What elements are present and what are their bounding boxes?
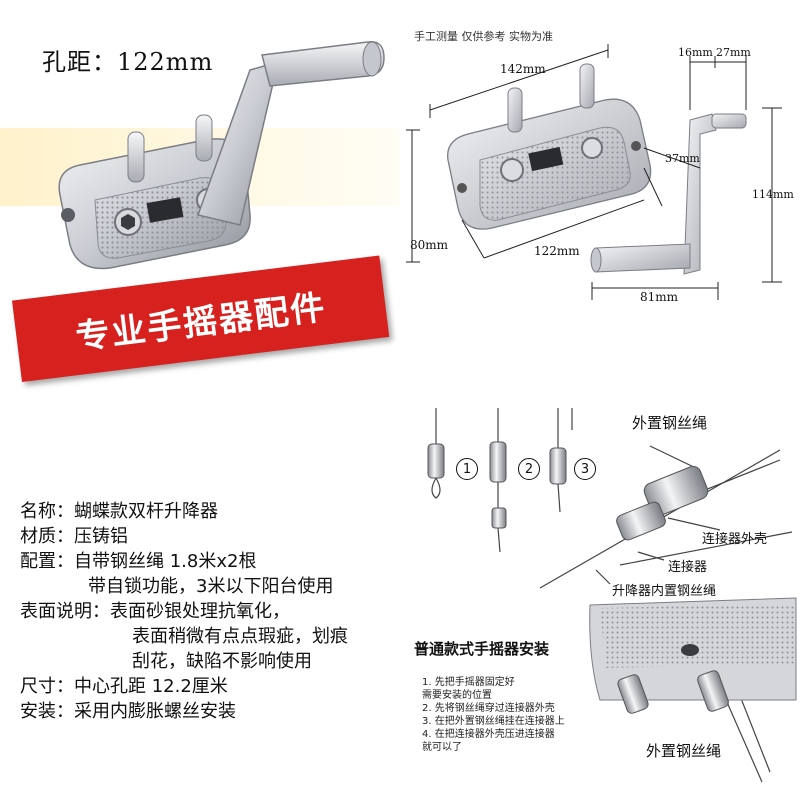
measurement-note: 手工测量 仅供参考 实物为准 (414, 30, 553, 43)
step-number-3: 3 (574, 458, 596, 480)
spec-surface: 表面说明：表面砂银处理抗氧化， (20, 601, 290, 622)
banner-text: 专业手摇器配件 (73, 287, 329, 358)
label-external-wire-bottom: 外置钢丝绳 (646, 742, 722, 760)
step-number-2: 2 (518, 458, 540, 480)
install-step-line: 4. 在把连接器外壳压进连接器 (422, 729, 555, 740)
hole-pitch-label: 孔距：122mm (42, 48, 214, 76)
dim-height: 114mm (752, 188, 794, 201)
dim-small-b: 27mm (716, 46, 751, 59)
dim-small-a: 16mm (678, 46, 713, 59)
dimension-lines (406, 44, 782, 300)
spec-surface-note-1: 表面稍微有点点瑕疵，划痕 (132, 626, 348, 647)
install-step-line: 3. 在把外置钢丝绳挂在连接器上 (422, 716, 565, 727)
spec-config: 配置：自带钢丝绳 1.8米x2根 (20, 551, 257, 572)
product-photo-panel: 孔距：122mm (0, 0, 400, 400)
label-connector-shell: 连接器外壳 (702, 532, 768, 547)
spec-install: 安装：采用内膨胀螺丝安装 (20, 701, 236, 722)
dim-handle-length: 81mm (640, 290, 679, 304)
spec-size: 尺寸：中心孔距 12.2厘米 (20, 676, 228, 697)
spec-name: 名称：蝴蝶款双杆升降器 (20, 501, 218, 522)
install-step-line: 需要安装的位置 (422, 690, 492, 701)
dimension-drawing-panel: 手工测量 仅供参考 实物为准 (400, 0, 800, 400)
install-step-line: 1. 先把手摇器固定好 (422, 677, 515, 688)
install-step-line: 就可以了 (422, 742, 462, 753)
label-external-wire-top: 外置钢丝绳 (632, 414, 708, 432)
spec-surface-note-2: 刮花，缺陷不影响使用 (132, 651, 312, 672)
step-number-1: 1 (456, 458, 478, 480)
dim-top-width: 142mm (500, 62, 546, 76)
install-steps: 1. 先把手摇器固定好 需要安装的位置 2. 先将钢丝绳穿过连接器外壳 3. 在… (422, 676, 565, 754)
dim-crank-offset: 37mm (665, 152, 700, 165)
specifications-panel: 名称：蝴蝶款双杆升降器 材质：压铸铝 配置：自带钢丝绳 1.8米x2根 带自锁功… (0, 400, 400, 800)
wire-illustration (427, 408, 797, 783)
installation-panel: 1 2 3 外置钢丝绳 连接器外壳 连接器 升降器内置钢丝绳 普通款式手摇器安装… (400, 400, 800, 800)
dim-center-pitch: 122mm (534, 244, 580, 258)
dim-left-height: 80mm (410, 238, 449, 252)
spec-config-note: 带自锁功能，3米以下阳台使用 (88, 576, 334, 597)
install-title: 普通款式手摇器安装 (414, 640, 550, 658)
crank-lifter-illustration (58, 41, 385, 270)
label-connector: 连接器 (668, 560, 708, 575)
install-step-line: 2. 先将钢丝绳穿过连接器外壳 (422, 703, 555, 714)
label-internal-wire: 升降器内置钢丝绳 (612, 584, 717, 599)
spec-material: 材质：压铸铝 (20, 526, 128, 547)
